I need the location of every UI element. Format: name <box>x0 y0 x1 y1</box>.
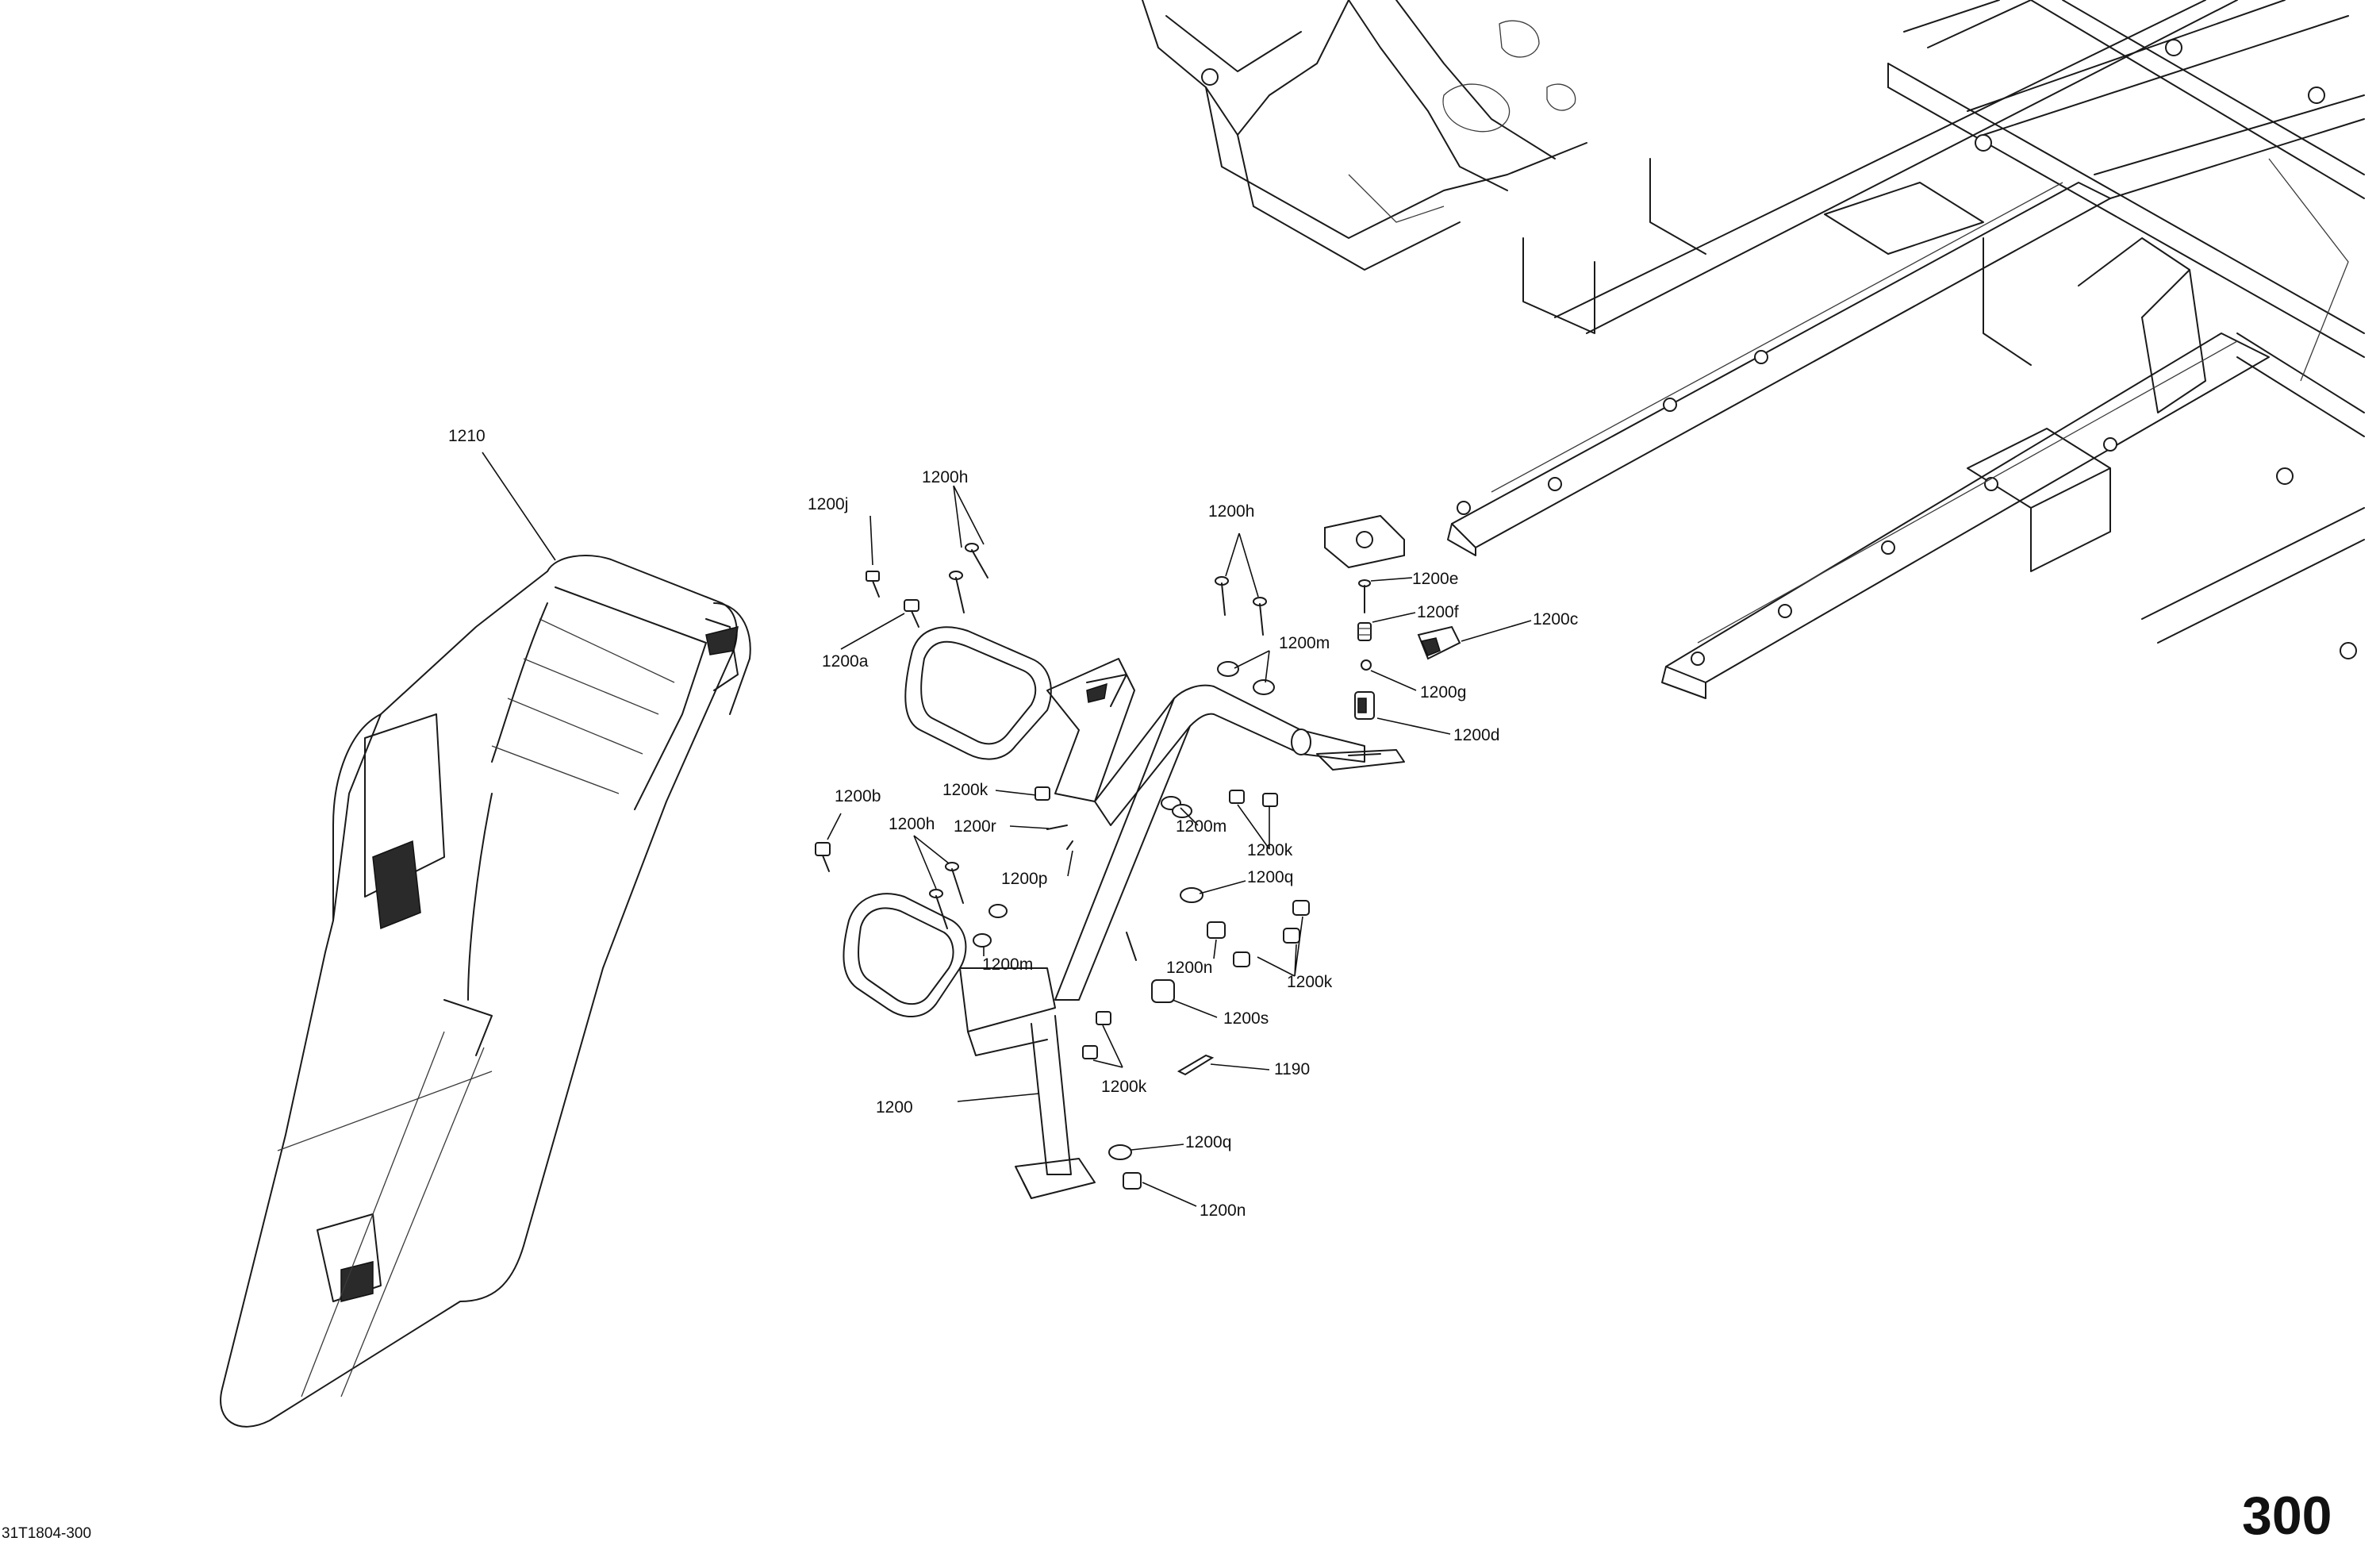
callout-1200k: 1200k <box>942 781 988 799</box>
spacer-1200s <box>1151 979 1175 1003</box>
nut-1200k-c <box>1233 900 1310 967</box>
bolt-1200b <box>815 842 831 872</box>
callout-1200f: 1200f <box>1417 603 1459 621</box>
rack-bracket-1200 <box>843 626 1405 1199</box>
pin-1200p <box>1066 840 1073 850</box>
page-number: 300 <box>2242 1486 2332 1546</box>
leader-lines <box>482 452 1532 1207</box>
nut-1200n-b <box>1123 1172 1142 1190</box>
callout-1200: 1200 <box>876 1098 913 1117</box>
callout-labels: 1210 1200j 1200h 1200a 1200h 1200e 1200f… <box>448 427 1578 1220</box>
callout-1200m: 1200m <box>982 955 1033 974</box>
latch-1200c <box>1417 625 1461 660</box>
washer-1200q-a <box>1180 887 1203 903</box>
nut-1200g <box>1361 659 1372 671</box>
callout-1200e: 1200e <box>1412 570 1458 588</box>
nut-1200k-d <box>1082 1011 1111 1059</box>
callout-1200n: 1200n <box>1200 1201 1246 1220</box>
callout-1210: 1210 <box>448 427 486 445</box>
callout-1200r: 1200r <box>954 817 996 836</box>
callout-1200j: 1200j <box>808 495 848 513</box>
bolt-1200h-c <box>929 862 964 929</box>
bolt-1200a <box>904 599 919 628</box>
callout-1200b: 1200b <box>835 787 881 805</box>
callout-1200c: 1200c <box>1533 610 1578 629</box>
bolt-1200h-b <box>1215 576 1267 636</box>
callout-1200q: 1200q <box>1247 868 1293 886</box>
nut-1200k-a <box>1035 786 1050 801</box>
pin-1200r <box>1046 825 1068 830</box>
strip-1190 <box>1177 1054 1215 1076</box>
pin-1200d <box>1354 691 1375 720</box>
callout-1200h: 1200h <box>922 468 968 486</box>
callout-1200a: 1200a <box>822 652 869 671</box>
callout-1200g: 1200g <box>1420 683 1466 702</box>
callout-1200s: 1200s <box>1223 1009 1269 1028</box>
callout-1200h: 1200h <box>889 815 935 833</box>
callout-1200h: 1200h <box>1208 502 1254 521</box>
bolt-1200h-a <box>949 543 988 613</box>
mount-block <box>1324 514 1405 569</box>
callout-1200p: 1200p <box>1001 870 1047 888</box>
spring-1200f <box>1357 622 1372 641</box>
nut-1200n-a <box>1207 921 1226 939</box>
callout-1200k: 1200k <box>1247 841 1293 859</box>
washer-1200q-b <box>1108 1144 1132 1160</box>
callout-1200m: 1200m <box>1176 817 1226 836</box>
callout-1200q: 1200q <box>1185 1133 1231 1151</box>
diagram-reference-code: 31T1804-300 <box>2 1525 91 1542</box>
vehicle-frame <box>1142 0 2365 699</box>
nut-1200k-b <box>1229 790 1278 807</box>
washer-1200m-c <box>973 904 1008 948</box>
callout-1200n: 1200n <box>1166 959 1212 977</box>
callout-1200d: 1200d <box>1453 726 1499 744</box>
washer-1200m-a <box>1217 661 1275 695</box>
callout-1200m: 1200m <box>1279 634 1330 652</box>
bolt-1200j <box>866 571 880 598</box>
gun-boot-1210 <box>220 555 751 1428</box>
callout-1200k: 1200k <box>1287 973 1333 991</box>
pin-stub <box>1126 932 1137 961</box>
hardware-parts <box>815 514 1461 1190</box>
callout-1190: 1190 <box>1274 1060 1310 1078</box>
callout-1200k: 1200k <box>1101 1078 1147 1096</box>
bolt-1200e <box>1358 579 1371 613</box>
